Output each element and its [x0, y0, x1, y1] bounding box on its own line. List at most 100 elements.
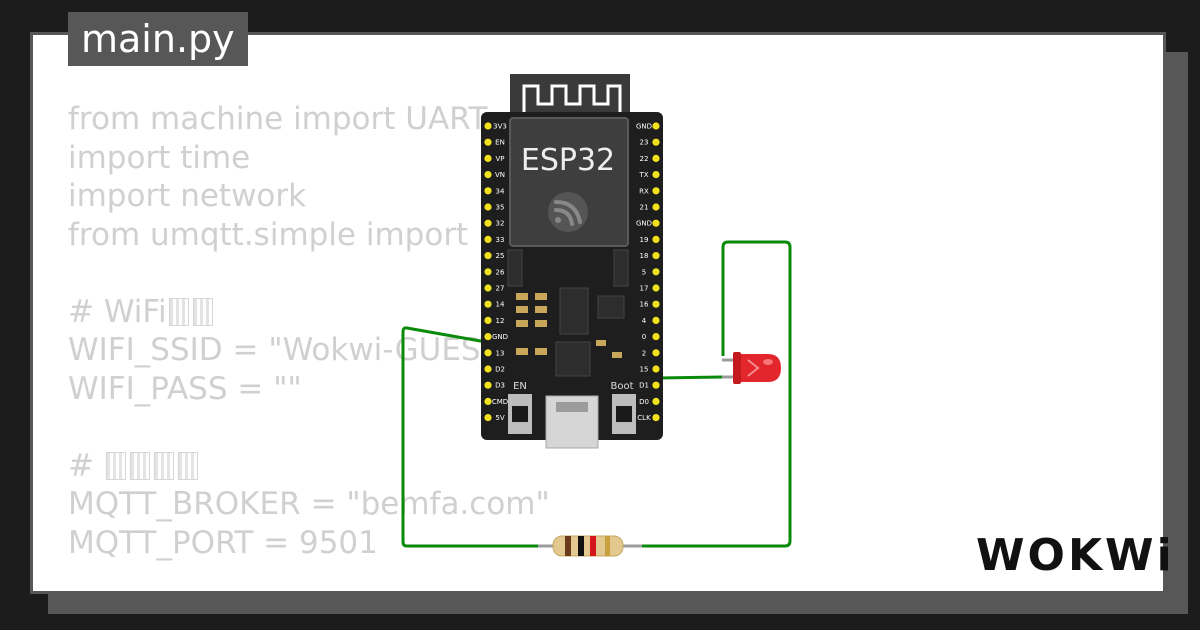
- pin-label: D1: [639, 382, 649, 390]
- pin-right-8[interactable]: [652, 252, 660, 260]
- code-text: MQTT_PORT = 9501: [68, 524, 378, 561]
- wokwi-logo: WOKWi: [976, 530, 1175, 581]
- code-text: MQTT_BROKER = "bemfa.com": [68, 486, 550, 522]
- boot-button[interactable]: [612, 394, 636, 434]
- en-button-label: EN: [513, 381, 527, 392]
- wire-gpio15-to-led[interactable]: [657, 375, 723, 380]
- pin-right-5[interactable]: [652, 203, 660, 211]
- code-line: from machine import UART, P: [68, 100, 550, 139]
- chip-label: ESP32: [521, 143, 615, 178]
- pin-left-7[interactable]: [484, 235, 492, 243]
- pin-label: 0: [642, 333, 646, 341]
- pin-right-10[interactable]: [652, 284, 660, 292]
- pin-label: D2: [495, 366, 505, 374]
- pin-label: 4: [642, 317, 647, 325]
- pin-right-13[interactable]: [652, 333, 660, 341]
- pin-label: 18: [640, 252, 649, 260]
- wire-resistor-to-led[interactable]: [640, 240, 792, 548]
- pin-right-6[interactable]: [652, 219, 660, 227]
- pin-right-11[interactable]: [652, 300, 660, 308]
- pin-label: 3V3: [493, 123, 507, 131]
- code-text: WIFI_PASS = "": [68, 370, 302, 407]
- pin-right-3[interactable]: [652, 171, 660, 179]
- pin-label: 2: [642, 349, 646, 357]
- chip-shield: [509, 117, 629, 247]
- pin-label: 22: [640, 155, 649, 163]
- pin-right-16[interactable]: [652, 381, 660, 389]
- pin-label: 32: [496, 220, 505, 228]
- pin-right-1[interactable]: [652, 138, 660, 146]
- pin-label: 27: [496, 285, 505, 293]
- pin-label: 23: [640, 139, 649, 147]
- code-text: #: [68, 447, 104, 484]
- code-line: #: [68, 447, 550, 486]
- pin-left-4[interactable]: [484, 187, 492, 195]
- code-line: import network: [68, 177, 550, 216]
- pin-right-14[interactable]: [652, 349, 660, 357]
- pin-label: TX: [638, 171, 648, 179]
- pin-label: 35: [496, 204, 505, 212]
- pin-label: D3: [495, 382, 505, 390]
- pin-label: CMD: [492, 398, 508, 406]
- pin-left-17[interactable]: [484, 397, 492, 405]
- pin-label: 14: [496, 301, 505, 309]
- pin-right-9[interactable]: [652, 268, 660, 276]
- pin-left-8[interactable]: [484, 252, 492, 260]
- pin-left-16[interactable]: [484, 381, 492, 389]
- pin-right-2[interactable]: [652, 154, 660, 162]
- file-tab-main-py[interactable]: main.py: [68, 12, 248, 66]
- pin-left-2[interactable]: [484, 154, 492, 162]
- resistor-band-gold: [605, 536, 610, 556]
- pin-left-18[interactable]: [484, 414, 492, 422]
- missing-glyph-icon: [129, 451, 150, 480]
- missing-glyph-icon: [177, 451, 198, 480]
- pin-right-0[interactable]: [652, 122, 660, 130]
- pin-left-9[interactable]: [484, 268, 492, 276]
- code-line: WIFI_PASS = "": [68, 370, 550, 409]
- pin-left-13[interactable]: [484, 333, 492, 341]
- code-line: import time: [68, 139, 550, 178]
- antenna-trace: [522, 84, 622, 112]
- pin-right-15[interactable]: [652, 365, 660, 373]
- pin-left-15[interactable]: [484, 365, 492, 373]
- pin-label: 17: [640, 285, 649, 293]
- pin-label: GND: [636, 123, 652, 131]
- pin-label: CLK: [637, 414, 651, 422]
- pin-left-5[interactable]: [484, 203, 492, 211]
- pin-left-6[interactable]: [484, 219, 492, 227]
- pin-label: 34: [496, 187, 505, 195]
- espressif-logo-icon: [548, 192, 588, 232]
- pin-label: D0: [639, 398, 649, 406]
- pin-right-4[interactable]: [652, 187, 660, 195]
- pin-right-12[interactable]: [652, 316, 660, 324]
- pin-label: 16: [640, 301, 649, 309]
- led-red[interactable]: [722, 352, 781, 384]
- resistor[interactable]: [538, 535, 642, 557]
- pin-right-17[interactable]: [652, 397, 660, 405]
- code-line: MQTT_PORT = 9501: [68, 524, 550, 563]
- code-line: MQTT_BROKER = "bemfa.com": [68, 485, 550, 524]
- pin-left-14[interactable]: [484, 349, 492, 357]
- esp32-board[interactable]: ESP32 EN Boot: [481, 74, 663, 449]
- pin-left-0[interactable]: [484, 122, 492, 130]
- missing-glyph-icon: [192, 297, 213, 326]
- pin-label: 13: [496, 349, 505, 357]
- pin-left-10[interactable]: [484, 284, 492, 292]
- pin-right-18[interactable]: [652, 414, 660, 422]
- pin-label: 19: [640, 236, 649, 244]
- boot-button-label: Boot: [610, 381, 633, 392]
- wire-gnd-to-resistor[interactable]: [401, 326, 540, 548]
- code-text: # WiFi: [68, 293, 167, 330]
- code-text: import network: [68, 178, 307, 214]
- pin-left-1[interactable]: [484, 138, 492, 146]
- pin-left-11[interactable]: [484, 300, 492, 308]
- pin-left-12[interactable]: [484, 316, 492, 324]
- resistor-band-red: [590, 536, 596, 556]
- pin-label: 5V: [495, 414, 504, 422]
- pin-label: 26: [496, 268, 505, 276]
- en-button[interactable]: [508, 394, 532, 434]
- pin-right-7[interactable]: [652, 235, 660, 243]
- pin-left-3[interactable]: [484, 171, 492, 179]
- missing-glyph-icon: [105, 451, 126, 480]
